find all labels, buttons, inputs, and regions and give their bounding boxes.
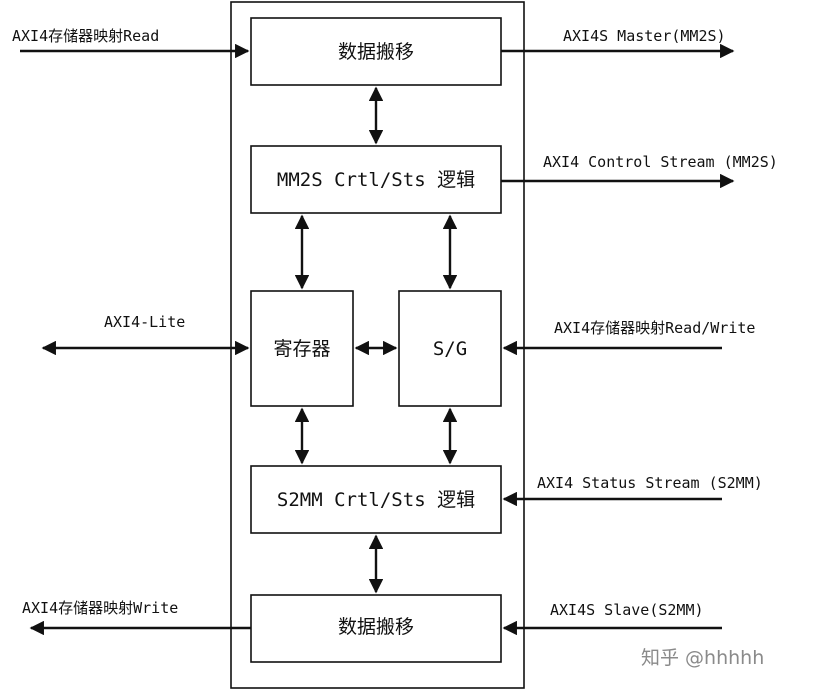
watermark-text: 知乎 @hhhhh [641, 647, 764, 669]
block-scatter-gather-label: S/G [433, 338, 467, 360]
port-axi4s-master-label: AXI4S Master(MM2S) [563, 27, 726, 45]
block-registers-label: 寄存器 [273, 338, 330, 360]
block-s2mm-data-mover: 数据搬移 [250, 594, 502, 663]
port-axi4-mm-read-label: AXI4存储器映射Read [12, 27, 159, 45]
block-scatter-gather: S/G [398, 290, 502, 407]
block-s2mm-ctrl-logic: S2MM Crtl/Sts 逻辑 [250, 465, 502, 534]
port-axi4-lite-label: AXI4-Lite [104, 313, 185, 331]
port-axi4-status-stream-label: AXI4 Status Stream (S2MM) [537, 474, 763, 492]
block-mm2s-ctrl-logic-label: MM2S Crtl/Sts 逻辑 [277, 169, 475, 191]
port-axi4-mm-read-write-label: AXI4存储器映射Read/Write [554, 319, 755, 337]
port-axi4-control-stream-label: AXI4 Control Stream (MM2S) [543, 153, 778, 171]
port-axi4-mm-write-label: AXI4存储器映射Write [22, 599, 178, 617]
block-mm2s-data-mover: 数据搬移 [250, 17, 502, 86]
port-axi4s-slave-label: AXI4S Slave(S2MM) [550, 601, 704, 619]
block-mm2s-data-mover-label: 数据搬移 [338, 41, 414, 63]
block-mm2s-ctrl-logic: MM2S Crtl/Sts 逻辑 [250, 145, 502, 214]
block-s2mm-data-mover-label: 数据搬移 [338, 616, 414, 638]
block-registers: 寄存器 [250, 290, 354, 407]
block-s2mm-ctrl-logic-label: S2MM Crtl/Sts 逻辑 [277, 489, 475, 511]
